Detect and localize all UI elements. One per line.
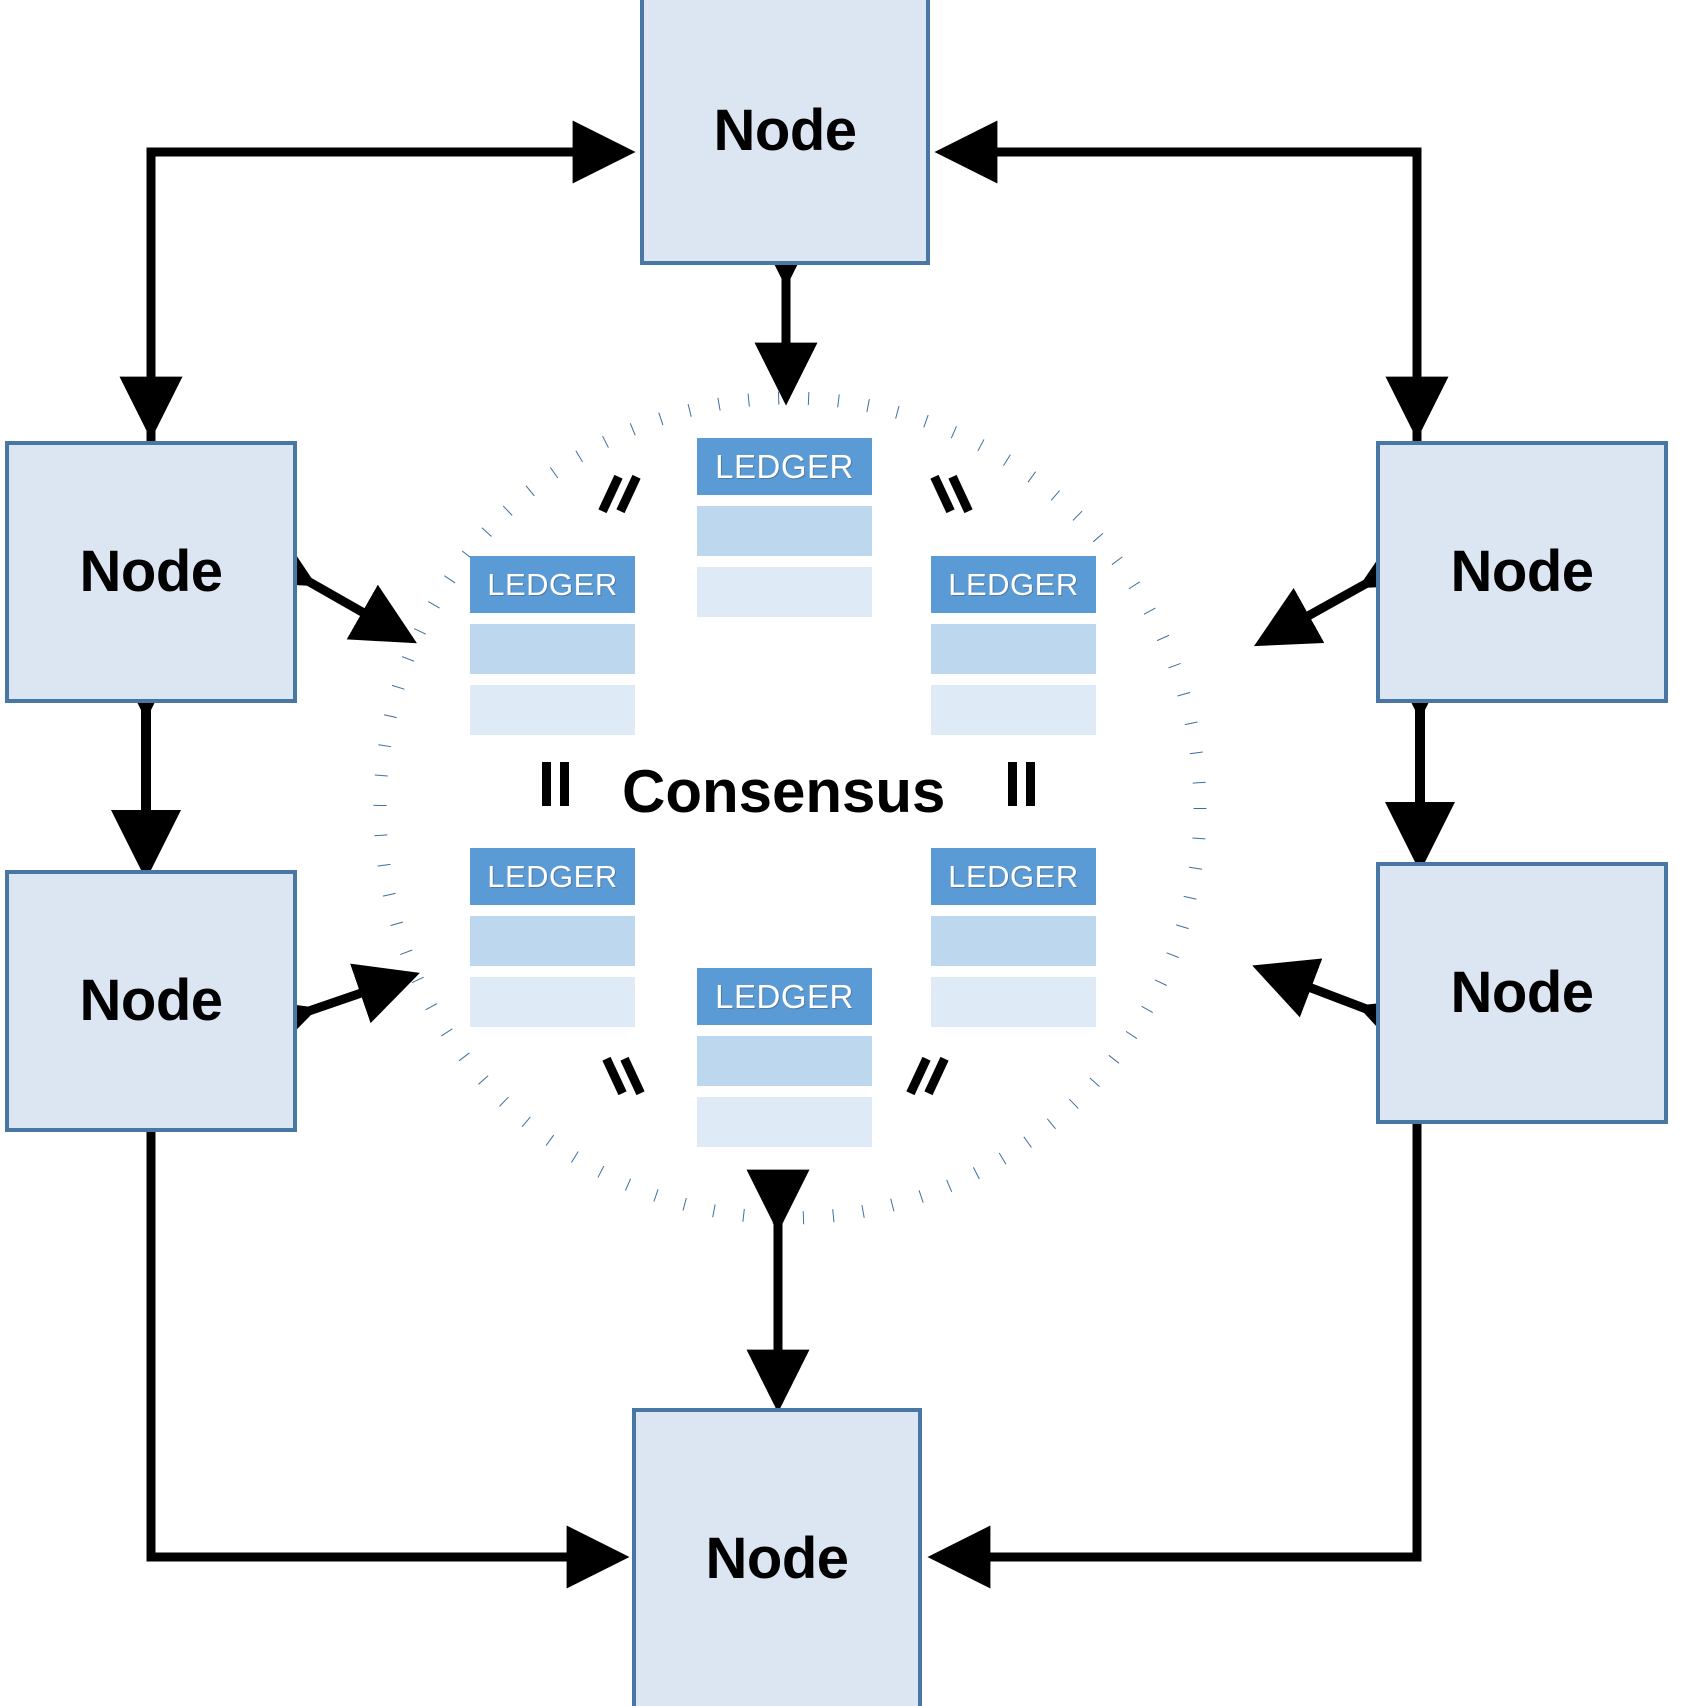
arrow-botright-to-bottom <box>927 1124 1422 1589</box>
ledger-lower-left-row-1 <box>470 916 635 966</box>
ledger-upper-left-row-2 <box>470 685 635 735</box>
ledger-lower-right-header: LEDGER <box>931 848 1096 905</box>
arrow-botleft-to-bottom <box>146 1132 630 1589</box>
ledger-upper-left-row-1 <box>470 624 635 674</box>
ledger-lower-left-row-2 <box>470 977 635 1027</box>
arrow-leftupper-to-circle <box>246 527 417 644</box>
node-left-lower-label: Node <box>79 968 224 1033</box>
ledger-top-header: LEDGER <box>697 438 872 495</box>
ledger-upper-right-header: LEDGER <box>931 556 1096 613</box>
ledger-top[interactable]: LEDGER <box>697 438 872 617</box>
equals-mark-bottom-left <box>602 1056 645 1096</box>
arrow-rightupper-to-circle <box>1253 529 1429 647</box>
ledger-bottom-row-1 <box>697 1036 872 1086</box>
ledger-top-row-2 <box>697 567 872 617</box>
node-right-upper[interactable]: Node <box>1376 441 1668 703</box>
arrow-leftlower-to-circle <box>248 963 420 1059</box>
node-left-lower[interactable]: Node <box>5 870 297 1132</box>
node-right-upper-label: Node <box>1450 539 1595 604</box>
ledger-lower-left[interactable]: LEDGER <box>470 848 635 1027</box>
ledger-lower-left-header: LEDGER <box>470 848 635 905</box>
node-bottom[interactable]: Node <box>632 1408 922 1706</box>
ledger-lower-right[interactable]: LEDGER <box>931 848 1096 1027</box>
arrow-rightlower-to-circle <box>1252 958 1428 1058</box>
ledger-bottom-row-2 <box>697 1097 872 1147</box>
ledger-upper-left-header: LEDGER <box>470 556 635 613</box>
ledger-upper-right-row-2 <box>931 685 1096 735</box>
node-bottom-label: Node <box>705 1526 850 1591</box>
node-top-label: Node <box>713 97 858 163</box>
node-right-lower[interactable]: Node <box>1376 862 1668 1124</box>
ledger-top-row-1 <box>697 506 872 556</box>
ledger-lower-right-row-1 <box>931 916 1096 966</box>
equals-mark-top-right <box>930 474 973 514</box>
node-right-lower-label: Node <box>1450 960 1595 1025</box>
equals-mark-top-left <box>598 474 641 514</box>
ledger-upper-right[interactable]: LEDGER <box>931 556 1096 735</box>
ledger-bottom[interactable]: LEDGER <box>697 968 872 1147</box>
arrow-topleft-to-top <box>146 120 636 441</box>
equals-mark-bottom-right <box>906 1056 949 1096</box>
node-left-upper-label: Node <box>79 539 224 604</box>
node-top[interactable]: Node <box>640 0 930 265</box>
ledger-upper-left[interactable]: LEDGER <box>470 556 635 735</box>
node-left-upper[interactable]: Node <box>5 441 297 703</box>
arrow-topright-to-top <box>934 120 1422 441</box>
equals-mark-mid-right <box>1002 762 1042 806</box>
ledger-upper-right-row-1 <box>931 624 1096 674</box>
ledger-lower-right-row-2 <box>931 977 1096 1027</box>
ledger-bottom-header: LEDGER <box>697 968 872 1025</box>
equals-mark-mid-left <box>536 762 576 806</box>
consensus-label: Consensus <box>622 758 946 825</box>
